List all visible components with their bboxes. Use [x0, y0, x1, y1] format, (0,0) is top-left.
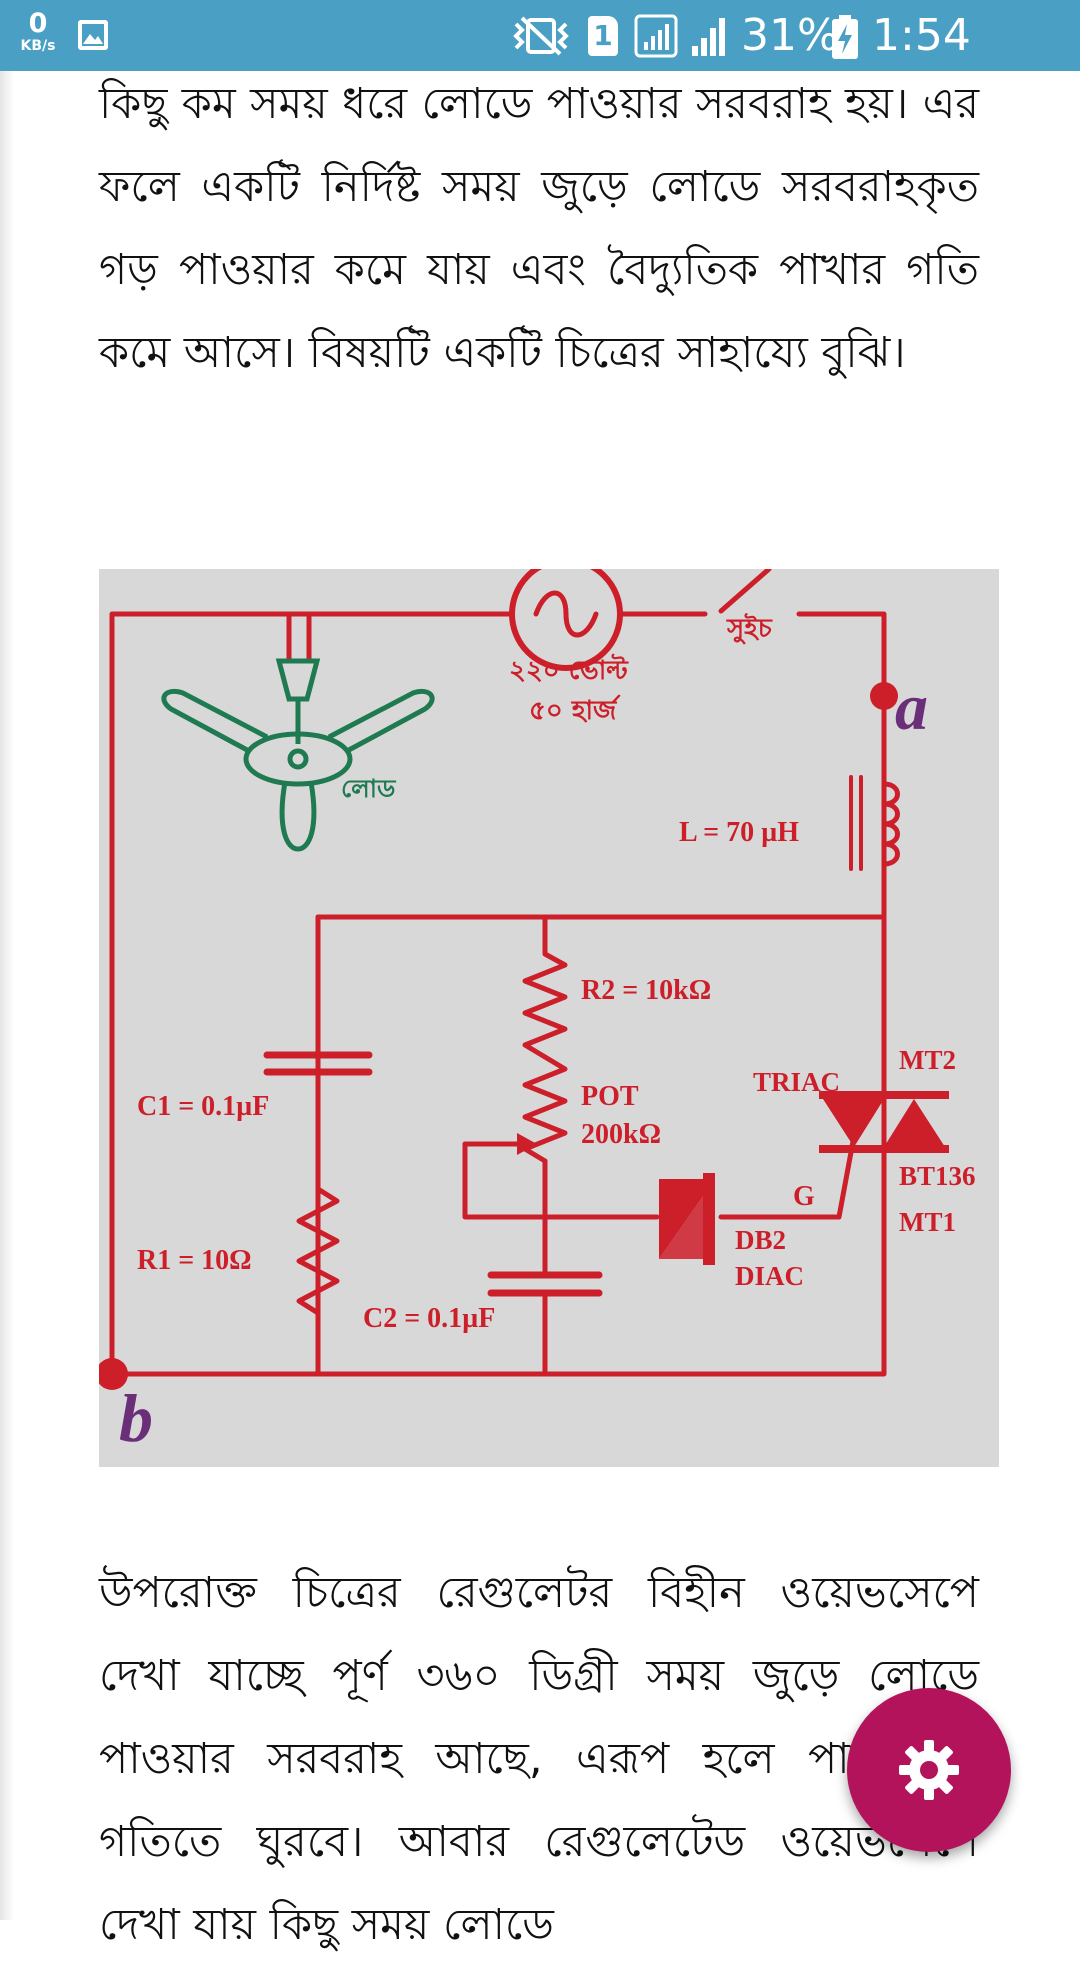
switch-label: সুইচ: [726, 612, 773, 645]
article-paragraph: কিছু কম সময় ধরে লোডে পাওয়ার সরবরাহ হয়…: [99, 79, 979, 378]
source-label: ২২০ ভোল্ট: [509, 653, 629, 686]
pot-value: 200kΩ: [581, 1119, 661, 1150]
battery-percent: 31%: [741, 10, 839, 61]
load-label: লোড: [341, 774, 397, 803]
node-b-dot: [99, 1358, 128, 1390]
battery-charging-icon: [832, 15, 858, 59]
mute-vibrate-icon: [513, 16, 569, 56]
r1-label: R1 = 10Ω: [137, 1245, 252, 1276]
c1-label: C1 = 0.1µF: [137, 1091, 269, 1122]
circuit-diagram: ২২০ ভোল্ট ৫০ হার্জ সুইচ লোড a b L = 70 µ…: [99, 569, 999, 1467]
mt1-label: MT1: [899, 1207, 956, 1237]
diac-part-label: DB2: [735, 1225, 786, 1255]
inductor-label: L = 70 µH: [679, 817, 799, 848]
gate-label: G: [793, 1181, 815, 1212]
signal-icon: [634, 14, 678, 58]
drawer-edge-shadow: [0, 71, 14, 1920]
c2-label: C2 = 0.1µF: [363, 1303, 495, 1334]
r2-label: R2 = 10kΩ: [581, 975, 711, 1006]
triac-symbol: [823, 1099, 884, 1147]
gallery-icon: [78, 20, 108, 50]
network-speed-unit: KB/s: [20, 38, 56, 54]
diac-symbol: [659, 1173, 715, 1265]
status-bar: 0 KB/s 1 31% 1:54 a.m.: [0, 0, 1080, 108]
triac-label: TRIAC: [753, 1067, 840, 1097]
node-b-label: b: [119, 1380, 153, 1456]
node-a-dot: [870, 682, 898, 710]
circuit-diagram-svg: ২২০ ভোল্ট ৫০ হার্জ সুইচ লোড a b L = 70 µ…: [99, 569, 976, 1456]
clock: 1:54 a.m.: [872, 10, 971, 109]
fan-icon: [161, 658, 435, 852]
frequency-label: ৫০ হার্জ: [529, 694, 622, 726]
switch-lever: [718, 569, 772, 614]
diac-label: DIAC: [735, 1261, 804, 1291]
mt2-label: MT2: [899, 1045, 956, 1075]
sim-icon: 1: [588, 16, 618, 56]
node-a-label: a: [895, 671, 928, 744]
network-speed-value: 0: [28, 8, 48, 39]
pot-label: POT: [581, 1081, 639, 1112]
gear-icon: [899, 1740, 959, 1800]
settings-fab-button[interactable]: [847, 1688, 1011, 1852]
triac-part-label: BT136: [899, 1161, 976, 1191]
signal-icon: [692, 18, 725, 56]
network-speed: 0 KB/s: [16, 10, 60, 53]
